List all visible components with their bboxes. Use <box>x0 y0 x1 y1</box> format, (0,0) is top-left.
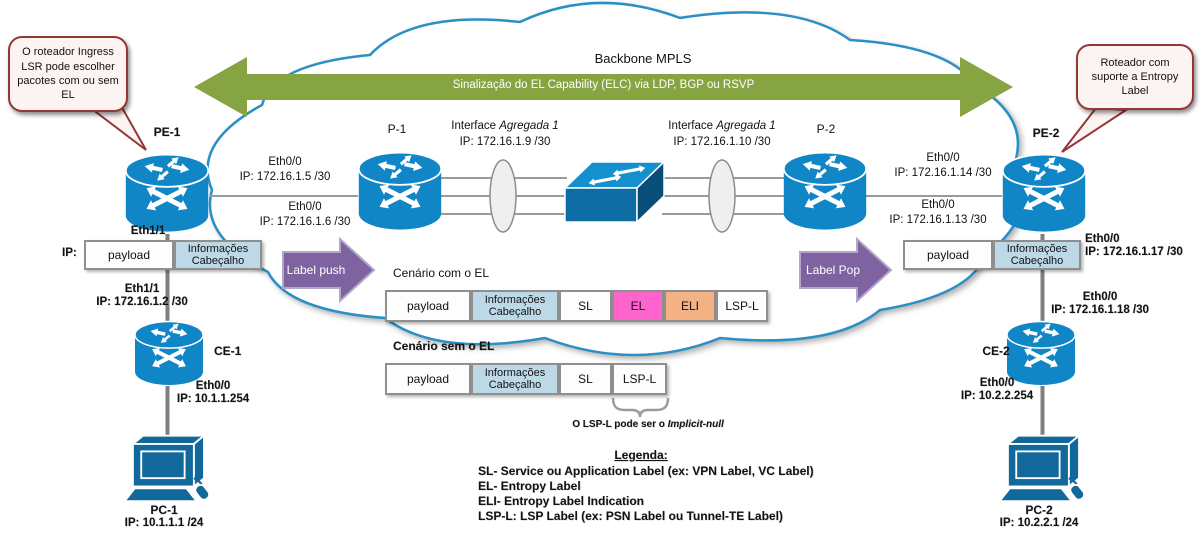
callout-entropy-support: Roteador com suporte a Entropy Label <box>1076 44 1194 110</box>
legend-line-sl: SL- Service ou Application Label (ex: VP… <box>478 464 814 478</box>
callout-entropy-support-text: Roteador com suporte a Entropy Label <box>1091 56 1179 98</box>
pc2-label: PC-2 <box>1025 503 1053 517</box>
p2-pe2-top-if-name: Eth0/0 <box>926 152 960 164</box>
pe2-router-icon <box>1003 154 1085 231</box>
with-el-sl: SL <box>559 290 612 322</box>
agg-left-prefix: Interface <box>451 120 497 132</box>
p2-router-icon <box>784 152 866 229</box>
ce2-pe2-if-name: Eth0/0 <box>1082 291 1118 303</box>
backbone-title: Backbone MPLS <box>594 51 692 66</box>
ce2-label: CE-2 <box>982 344 1010 358</box>
pc1-computer-icon <box>123 434 213 503</box>
switch-icon <box>563 160 666 224</box>
legend-line-el: EL- Entropy Label <box>478 479 581 493</box>
agg-right-prefix: Interface <box>668 120 714 132</box>
with-el-lsp: LSP-L <box>716 290 768 322</box>
without-el-header: Informações Cabeçalho <box>471 363 559 395</box>
pc2-computer-icon <box>998 434 1088 503</box>
ce2-lan-if-name: Eth0/0 <box>979 377 1015 389</box>
pe1-p1-bottom-if-ip: IP: 172.16.1.6 /30 <box>259 216 351 228</box>
p2-pe2-top-if-ip: IP: 172.16.1.14 /30 <box>894 167 992 179</box>
ce1-pe1-if-ip: IP: 172.16.1.2 /30 <box>96 296 188 308</box>
agg-right-italic: Agregada 1 <box>716 120 776 132</box>
with-el-eli: ELI <box>664 290 716 322</box>
pe1-packet-payload: payload <box>84 240 174 270</box>
legend-line-lsp: LSP-L: LSP Label (ex: PSN Label ou Tunne… <box>478 509 783 523</box>
agg-left-italic: Agregada 1 <box>499 120 559 132</box>
pe1-p1-top-if-ip: IP: 172.16.1.5 /30 <box>239 171 331 183</box>
pe1-label: PE-1 <box>153 125 181 139</box>
with-el-header: Informações Cabeçalho <box>471 290 559 322</box>
p1-router-icon <box>359 152 441 229</box>
ce2-router-icon <box>1007 321 1075 385</box>
ce1-lan-if-ip: IP: 10.1.1.254 <box>176 393 250 405</box>
with-el-el: EL <box>612 290 664 322</box>
ce1-router-icon <box>135 321 203 385</box>
pe1-ce1-ip-prefix: IP: <box>62 247 77 259</box>
pe1-packet-header: Informações Cabeçalho <box>174 240 262 270</box>
p1-label: P-1 <box>387 122 407 136</box>
callout-ingress-lsr-text: O roteador Ingress LSR pode escolher pac… <box>17 46 119 102</box>
lsp-l-note-prefix: O LSP-L pode ser o <box>572 419 665 430</box>
with-el-payload: payload <box>385 290 471 322</box>
pc2-ip: IP: 10.2.2.1 /24 <box>999 517 1079 529</box>
pe2-ce2-if-name: Eth0/0 <box>1085 233 1120 245</box>
agg-left-if-ip: IP: 172.16.1.9 /30 <box>459 136 551 148</box>
legend-line-eli: ELI- Entropy Label Indication <box>478 494 645 508</box>
pe2-label: PE-2 <box>1032 126 1060 140</box>
pc1-label: PC-1 <box>150 503 178 517</box>
lsp-l-brace <box>611 397 670 418</box>
label-pop-text: Label Pop <box>805 263 861 277</box>
p2-pe2-bottom-if-ip: IP: 172.16.1.13 /30 <box>889 214 987 226</box>
ce2-pe2-if-ip: IP: 172.16.1.18 /30 <box>1051 304 1149 316</box>
agg-right-if-name: Interface Agregada 1 <box>668 120 775 133</box>
without-el-lsp: LSP-L <box>612 363 667 395</box>
ce1-pe1-if-name: Eth1/1 <box>124 283 160 295</box>
agg-right-if-ip: IP: 172.16.1.10 /30 <box>673 136 771 148</box>
scenario-without-el-title: Cenário sem o EL <box>393 339 495 353</box>
label-push-arrow <box>282 236 376 304</box>
elc-signaling-arrow <box>194 57 1013 117</box>
scenario-with-el-title: Cenário com o EL <box>393 266 490 280</box>
aggregation-ellipse-right <box>708 159 736 233</box>
pe1-p1-top-if-name: Eth0/0 <box>268 156 302 168</box>
without-el-sl: SL <box>559 363 612 395</box>
ce1-lan-if-name: Eth0/0 <box>195 380 231 392</box>
agg-left-if-name: Interface Agregada 1 <box>451 120 558 133</box>
pe2-packet-header: Informações Cabeçalho <box>993 240 1081 270</box>
legend-title: Legenda: <box>614 448 668 462</box>
elc-signaling-text: Sinalização do EL Capability (ELC) via L… <box>452 79 755 91</box>
aggregation-ellipse-left <box>489 159 517 233</box>
p2-pe2-bottom-if-name: Eth0/0 <box>921 199 955 211</box>
callout-right-tail <box>1061 106 1130 153</box>
lsp-l-note: O LSP-L pode ser o Implicit-null <box>572 419 724 431</box>
without-el-payload: payload <box>385 363 471 395</box>
pe2-ce2-if-ip: IP: 172.16.1.17 /30 <box>1085 246 1183 258</box>
ce1-label: CE-1 <box>214 344 242 358</box>
ce2-lan-if-ip: IP: 10.2.2.254 <box>960 390 1034 402</box>
callout-ingress-lsr: O roteador Ingress LSR pode escolher pac… <box>8 36 128 112</box>
pc1-ip: IP: 10.1.1.1 /24 <box>124 517 204 529</box>
pe2-packet-payload: payload <box>903 240 993 270</box>
pe1-router-icon <box>126 154 208 231</box>
label-push-text: Label push <box>286 263 346 277</box>
p2-label: P-2 <box>816 122 836 136</box>
label-pop-arrow <box>799 236 893 304</box>
pe1-ce1-if-name: Eth1/1 <box>130 225 166 237</box>
pe1-p1-bottom-if-name: Eth0/0 <box>288 201 322 213</box>
lsp-l-note-italic: Implicit-null <box>667 419 724 430</box>
